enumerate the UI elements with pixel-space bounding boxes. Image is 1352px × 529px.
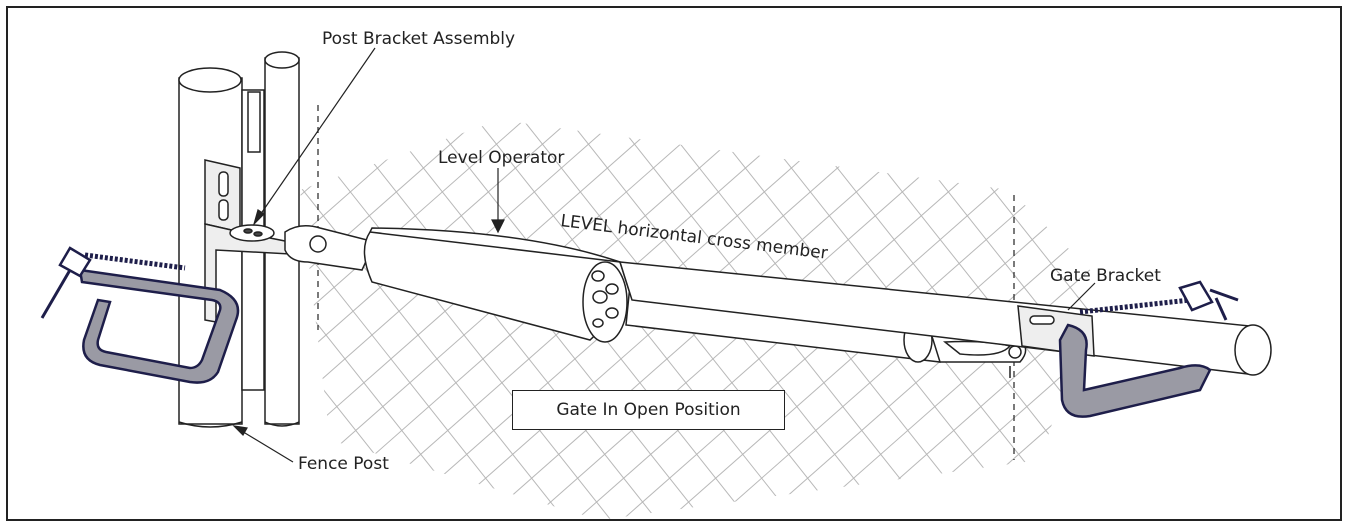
level-operator-label: Level Operator — [438, 148, 564, 168]
fence-post-label: Fence Post — [298, 454, 389, 474]
gate-position-label: Gate In Open Position — [556, 400, 741, 420]
post-bracket-arrow — [252, 209, 265, 227]
diagram-frame — [6, 6, 1342, 521]
gate-bracket-leader — [1067, 282, 1096, 311]
post-bracket-assembly — [204, 159, 291, 323]
level-operator-arrow — [491, 219, 505, 234]
post-bracket-leader — [257, 47, 376, 219]
fence-post-arrow — [232, 425, 248, 436]
left-c-clamp — [40, 246, 240, 384]
post-bracket-assembly-label: Post Bracket Assembly — [322, 29, 515, 49]
right-c-clamp — [1058, 280, 1239, 418]
fence-post-leader — [239, 429, 294, 463]
gate-bracket-label: Gate Bracket — [1050, 266, 1161, 286]
gate-position-box: Gate In Open Position — [512, 390, 785, 430]
